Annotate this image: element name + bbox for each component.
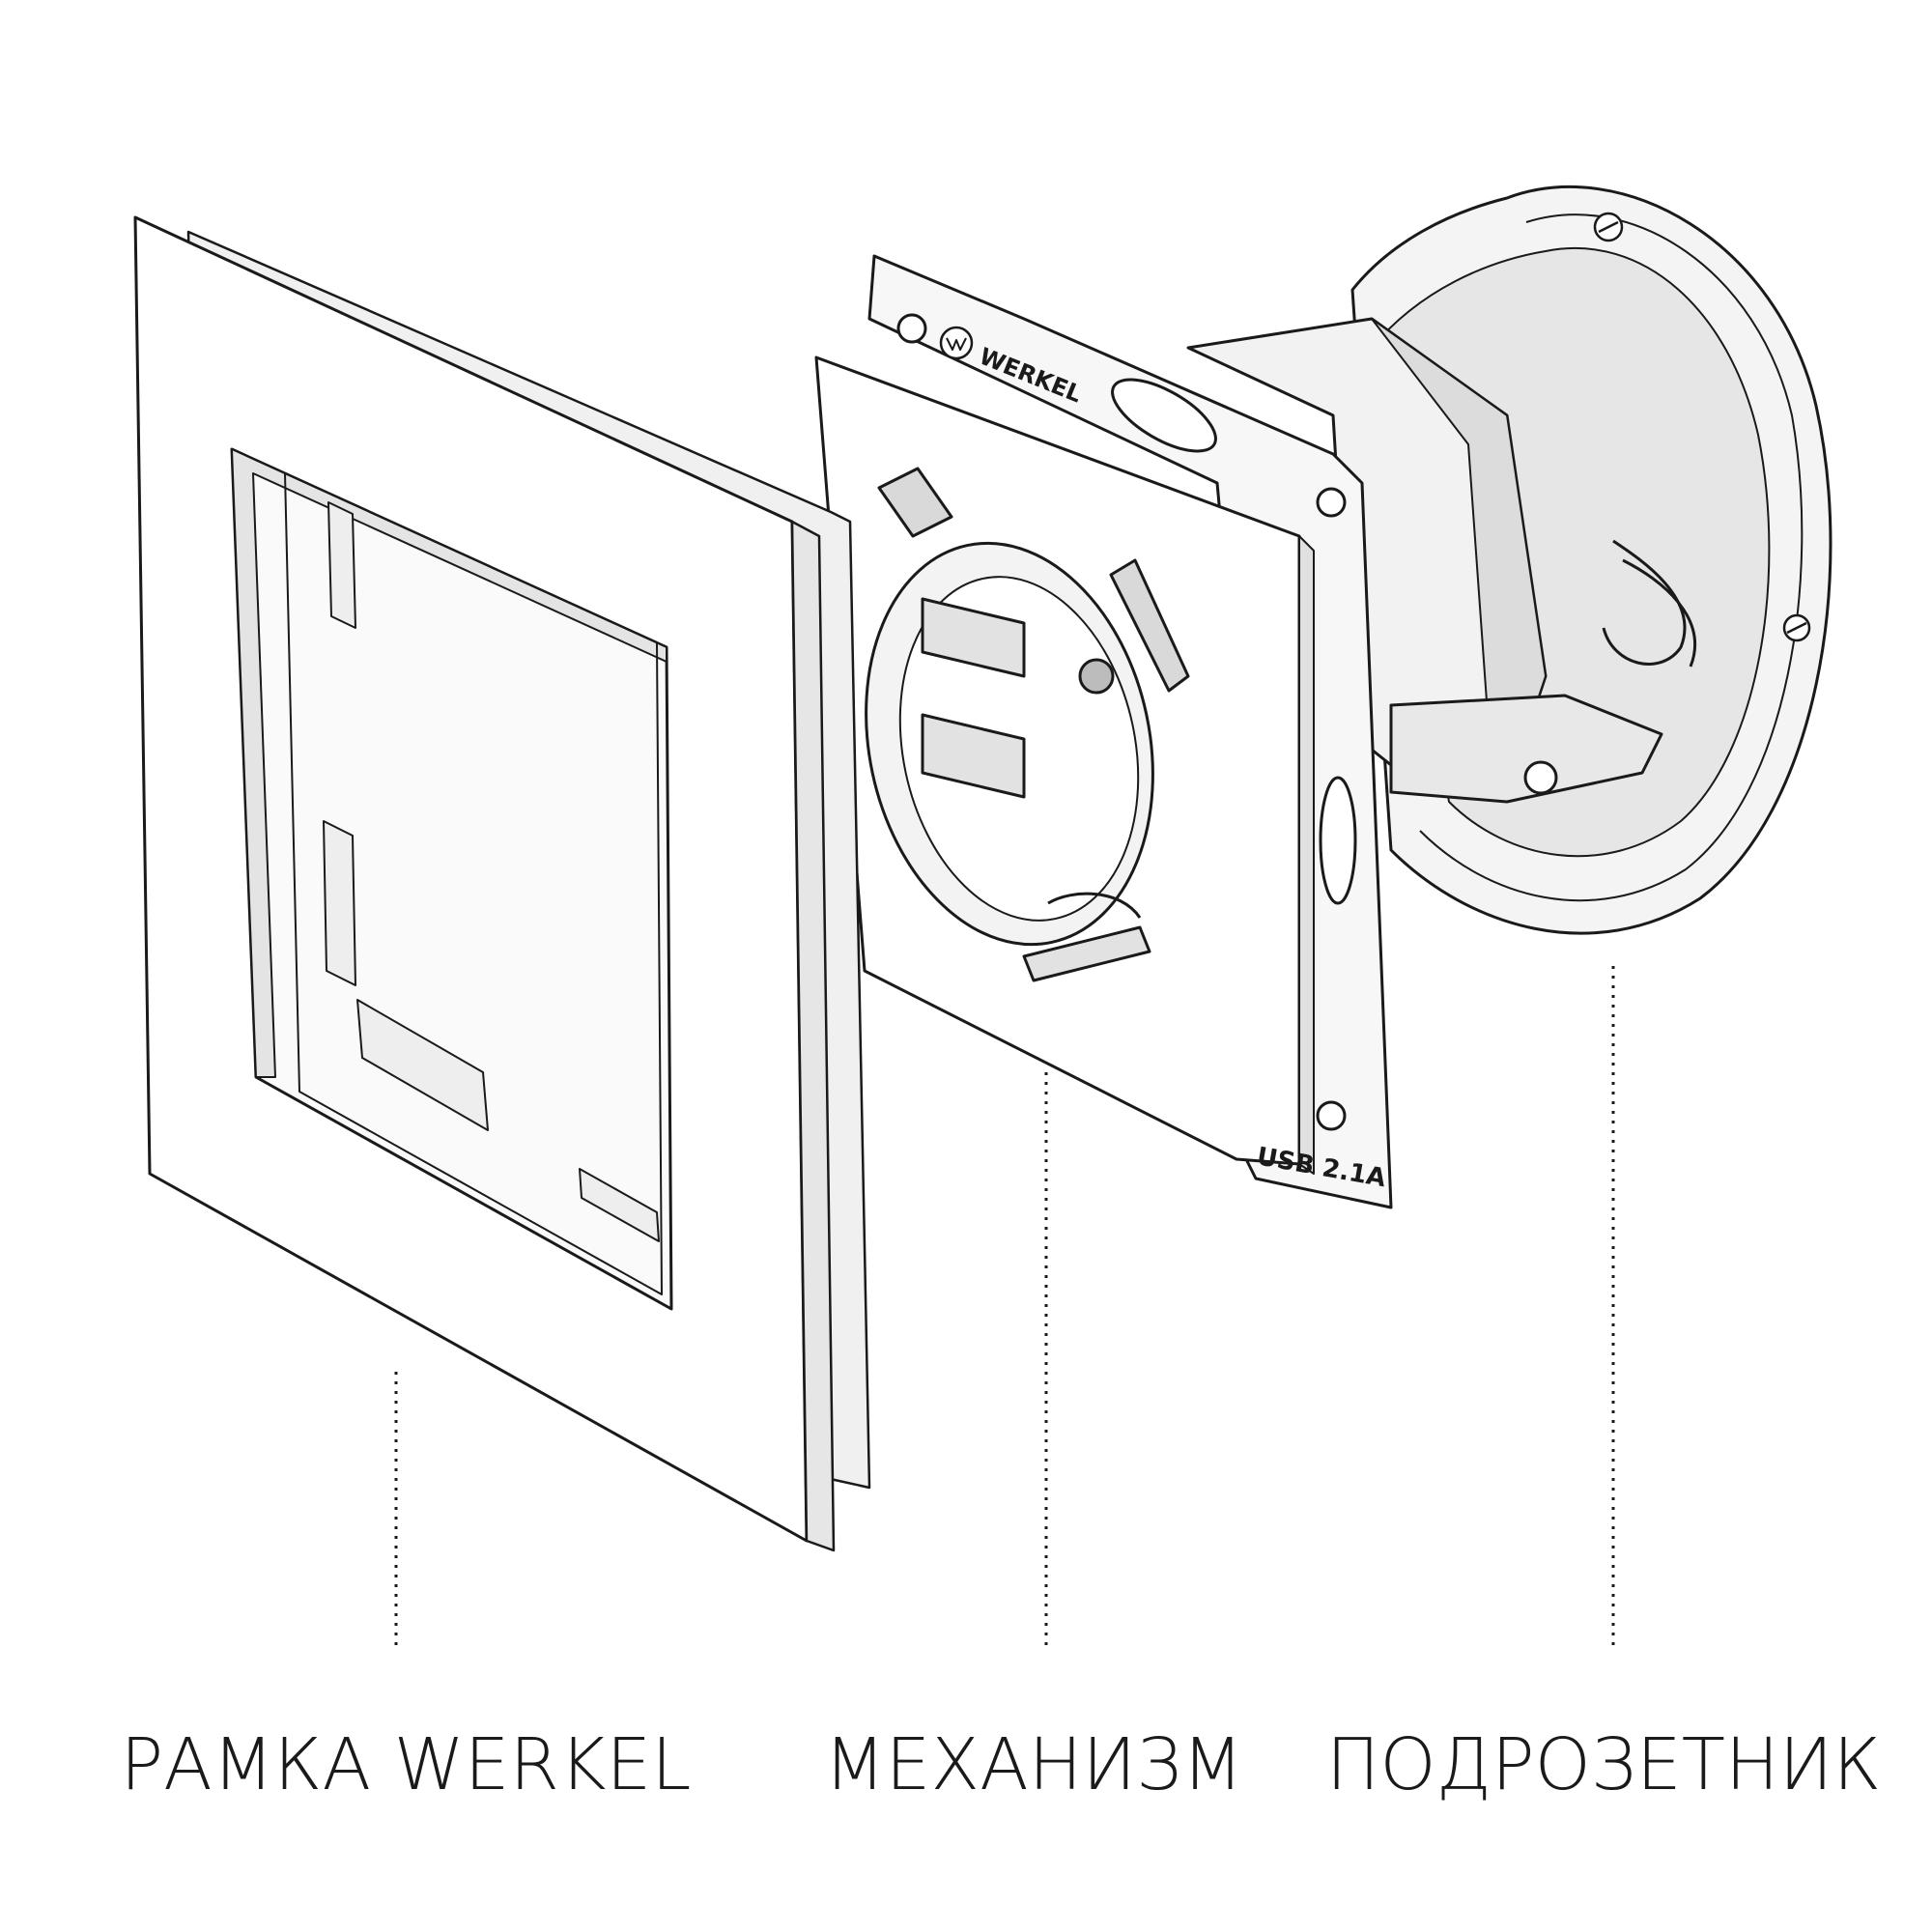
earth-contact — [921, 713, 1026, 799]
mechanism — [814, 254, 1663, 1209]
screw-icon — [1782, 613, 1811, 642]
frame-inner-wall — [231, 448, 668, 1078]
plate-slot — [1111, 378, 1217, 453]
plate-hole — [1316, 487, 1347, 518]
frame — [133, 215, 871, 1552]
label-back-box: ПОДРОЗЕТНИК — [1325, 1723, 1882, 1806]
frame-tab — [579, 1168, 660, 1242]
usb-port-icon — [877, 467, 953, 538]
werkel-logo-icon — [939, 326, 974, 360]
spring-clip — [1389, 694, 1663, 804]
label-mechanism: МЕХАНИЗМ — [823, 1723, 1244, 1806]
clip-hole — [1523, 760, 1558, 795]
pin-hole — [1078, 658, 1115, 695]
plate-hole — [1316, 1100, 1347, 1131]
wire-loop — [1602, 539, 1687, 666]
screw-icon — [1593, 212, 1624, 242]
frame-inner-lip — [284, 472, 663, 1295]
plate-slot — [1319, 776, 1357, 905]
earth-contact — [921, 597, 1026, 678]
leader-lines — [394, 966, 1615, 1652]
back-box-rim-inner — [1419, 213, 1804, 902]
usb-port-icon — [1109, 558, 1190, 693]
wire-loop — [1622, 558, 1697, 668]
plate-hole — [896, 313, 927, 344]
frame-side — [790, 520, 836, 1552]
frame-tab — [356, 999, 489, 1131]
earth-spring — [1022, 925, 1151, 982]
label-frame: РАМКА WERKEL — [120, 1723, 692, 1806]
frame-tab — [327, 501, 356, 629]
frame-tab — [323, 820, 356, 986]
mechanism-front-side — [1298, 535, 1315, 1175]
